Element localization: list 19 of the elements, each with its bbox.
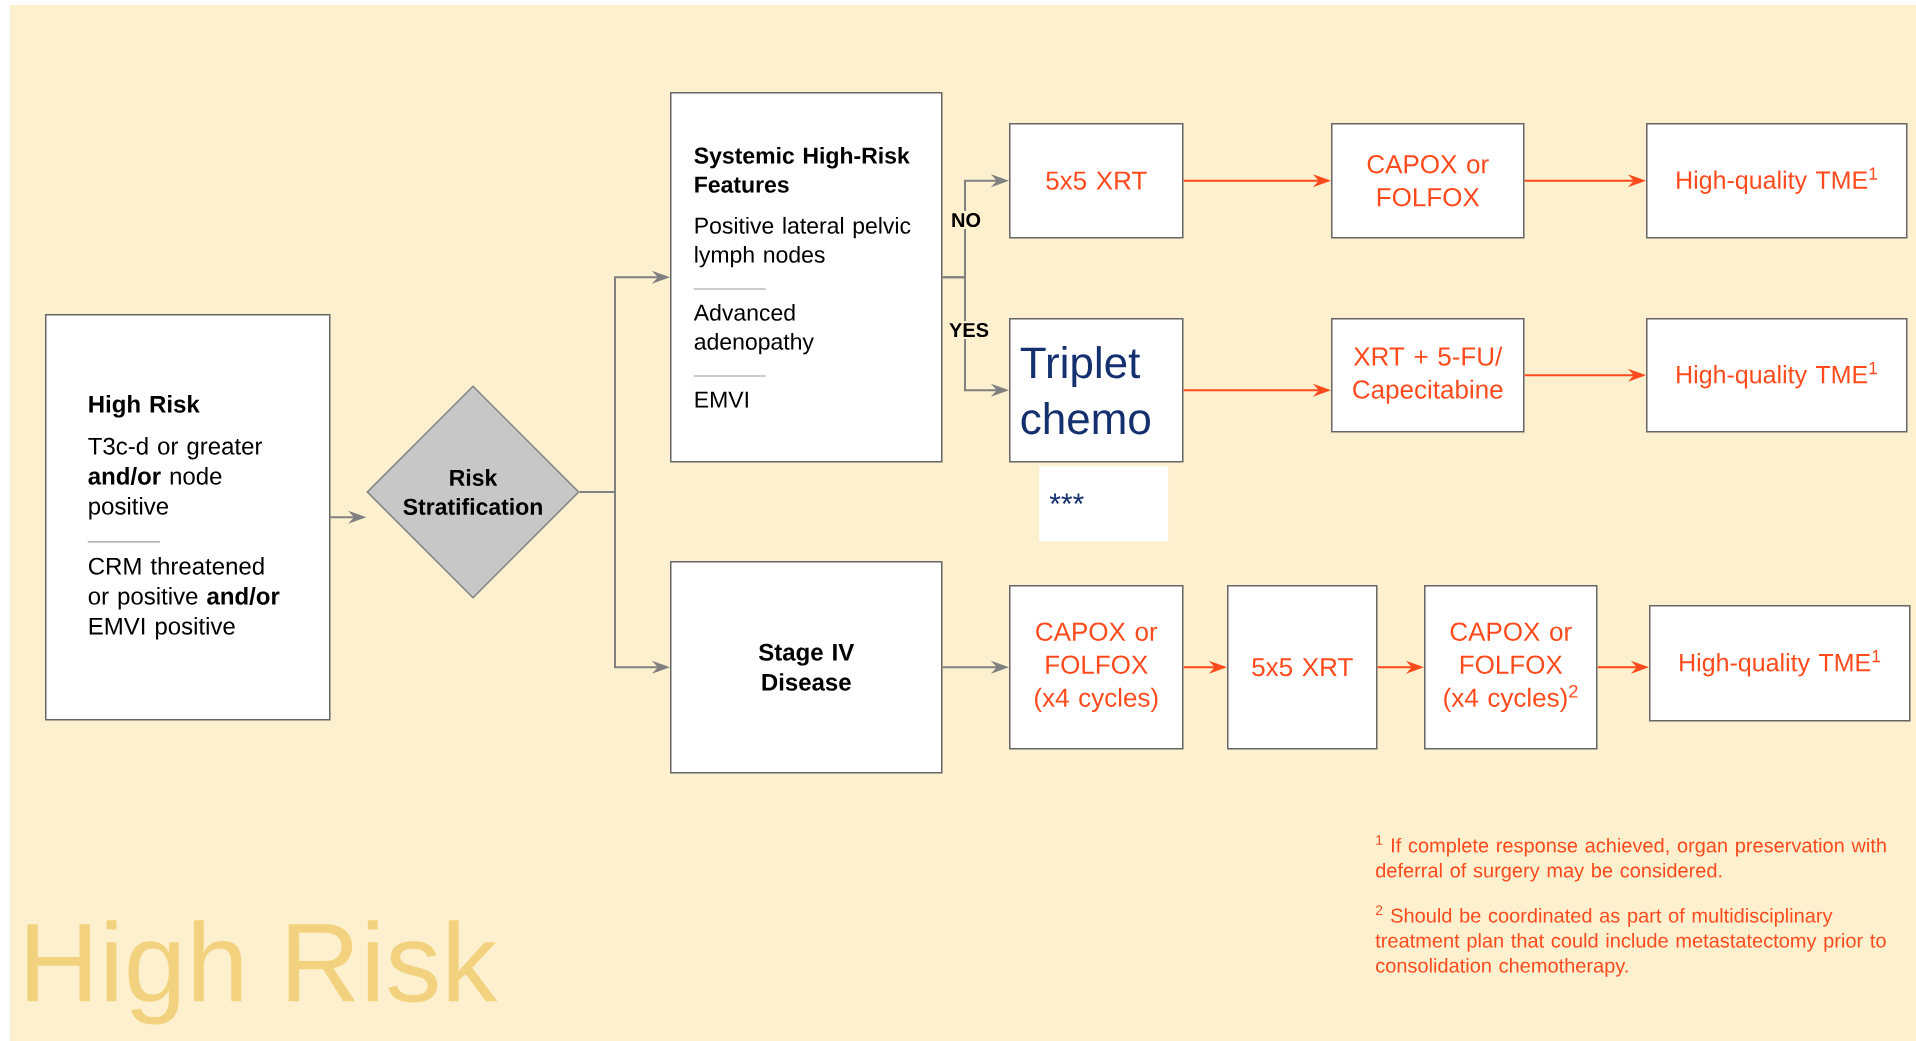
footnote: $^{2}$ Should be coordinated as part of multidisciplinary treatment plan that could include metastatectomy prior to consolidation chemotherapy. xyxy=(1375,905,1886,977)
asterisk-note: *** xyxy=(1039,466,1169,542)
treatment-box: 5x5 XRT xyxy=(1009,123,1184,239)
treatment-box: High-quality TME$^{1}$ xyxy=(1649,605,1911,722)
treatment-box: CAPOX or FOLFOX (x4 cycles)$^{2}$ xyxy=(1424,585,1598,750)
treatment-box: XRT + 5-FU/ Capecitabine xyxy=(1331,318,1525,433)
features-box: Systemic High-Risk Features Positive lateral pelvic lymph nodes Advanced adenopathy EMVI xyxy=(670,92,943,463)
risk-criteria-box: High Risk T3c-d or greater and/or node positive CRM threatened or positive and/or EMVI positive xyxy=(45,314,331,721)
stage-box: Stage IV Disease xyxy=(670,561,943,774)
treatment-box: 5x5 XRT xyxy=(1227,585,1378,750)
slide-title: High Risk xyxy=(27,920,498,1025)
treatment-box: High-quality TME$^{1}$ xyxy=(1646,318,1908,433)
treatment-box: CAPOX or FOLFOX (x4 cycles) xyxy=(1009,585,1184,750)
treatment-box: CAPOX or FOLFOX xyxy=(1331,123,1525,239)
treatment-box: Triplet chemo xyxy=(1009,318,1184,463)
footnote: $^{1}$ If complete response achieved, organ preservation with deferral of surgery may be considered. xyxy=(1376,835,1886,882)
treatment-box: High-quality TME$^{1}$ xyxy=(1646,123,1908,239)
edge-label: YES xyxy=(949,322,989,338)
edge-label: NO xyxy=(952,212,981,228)
